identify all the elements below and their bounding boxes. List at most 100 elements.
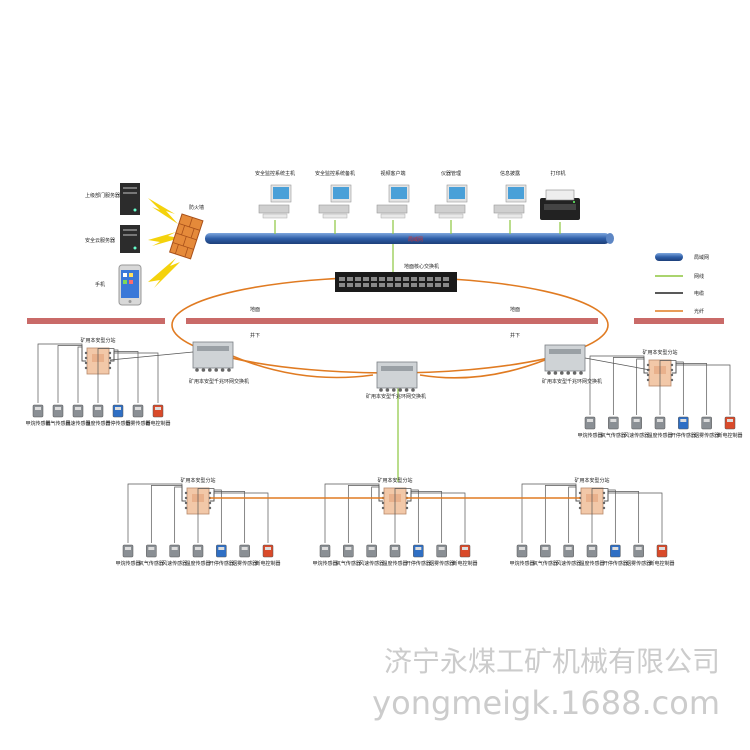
sensor-cable (210, 492, 269, 543)
server-icon-upper (120, 183, 140, 215)
sensor-icon (72, 404, 84, 418)
sensor-label: 甲烷传感器 (115, 561, 141, 567)
firewall-label: 防火墙 (189, 205, 205, 211)
sensor-cable (110, 352, 159, 403)
sensor-label: 断电控制器 (717, 433, 743, 439)
substation-label: 矿用本安型分站 (642, 350, 678, 356)
sensor-icon (459, 544, 471, 558)
sensor-label: 烟雾传感器 (232, 561, 258, 567)
sensor-label: 烟雾传感器 (694, 433, 720, 439)
sensor-label: 风速传感器 (162, 561, 188, 567)
legend (655, 253, 683, 312)
sensor-icon (516, 544, 528, 558)
underground-label-right: 井下 (510, 333, 521, 339)
core-switch-label: 地面核心交换机 (404, 264, 440, 270)
firewall-icon (169, 213, 204, 260)
printer-icon (540, 189, 580, 220)
workstation-icon (376, 184, 410, 219)
sensor-cable (568, 486, 580, 543)
sensor-icon (239, 544, 250, 558)
sensor-icon (654, 416, 666, 430)
sensor-label: 氧气传感器 (532, 561, 558, 567)
sensor-icon (540, 544, 551, 558)
sensor-icon (563, 544, 574, 558)
sensor-cable (371, 486, 383, 543)
workstation-group (258, 184, 527, 219)
sensor-icon (319, 544, 331, 558)
legend-label: 电缆 (694, 291, 705, 297)
workstation-label: 信息披露 (499, 171, 521, 177)
phone-icon (118, 264, 142, 306)
sensor-icon (701, 416, 712, 430)
workstation-icon (434, 184, 468, 219)
sensor-label: 氧气传感器 (600, 433, 626, 439)
sensor-label: 断电控制器 (145, 421, 171, 427)
sensor-label: 断电控制器 (649, 561, 675, 567)
workstation-label: 安全监控系统备机 (314, 171, 356, 177)
sensor-icon (584, 416, 596, 430)
sensor-cable (210, 491, 246, 543)
ground-line-left (27, 318, 165, 324)
sensor-cable (150, 485, 186, 543)
ring-switch-icon (376, 361, 418, 392)
sensor-icon (132, 404, 144, 418)
sensor-label: 风速传感器 (624, 433, 650, 439)
sensor-icon (656, 544, 668, 558)
surface-label-right: 地面 (510, 307, 521, 313)
sensor-label: 温度传感器 (185, 561, 211, 567)
sensor-cable (672, 364, 731, 415)
sensor-cable (347, 485, 383, 543)
workstation-label: 安全监控系统主机 (254, 171, 296, 177)
sensor-cable (544, 485, 580, 543)
sensor-label: 氧气传感器 (335, 561, 361, 567)
sensor-icon (32, 404, 44, 418)
backbone-label: 局域网 (408, 236, 423, 243)
sensor-label: 氧气传感器 (138, 561, 164, 567)
ring-switch-label: 矿用本安型千兆环网交换机 (366, 394, 427, 400)
sensor-icon (608, 416, 619, 430)
sensor-cable (604, 489, 616, 543)
workstation-icon (493, 184, 527, 219)
sensor-icon (610, 544, 621, 558)
sensor-cable (407, 492, 466, 543)
lightning-bolts (148, 198, 180, 288)
sensor-cable (407, 491, 443, 543)
fiber-links (229, 354, 546, 379)
substation-cable (109, 351, 194, 361)
sensor-label: 开停传感器 (670, 433, 696, 439)
sensor-icon (216, 544, 227, 558)
sensor-cable (589, 355, 648, 415)
sensor-label: 烟雾传感器 (429, 561, 455, 567)
sensor-label: 开停传感器 (208, 561, 234, 567)
sensor-icon (413, 544, 424, 558)
server-icon-cloud (120, 225, 140, 253)
sensor-label: 开停传感器 (602, 561, 628, 567)
sensor-label: 温度传感器 (579, 561, 605, 567)
sensor-cable (324, 483, 383, 543)
sensor-label: 温度传感器 (647, 433, 673, 439)
sensor-cable (636, 358, 648, 415)
sensor-icon (169, 544, 180, 558)
surface-label-left: 地面 (250, 307, 261, 313)
sensor-icon (724, 416, 736, 430)
sensor-cable (77, 346, 86, 403)
sensor-label: 烟雾传感器 (125, 421, 151, 427)
workstation-label: 视频客户端 (380, 171, 406, 177)
sensor-label: 风速传感器 (556, 561, 582, 567)
sensor-icon (678, 416, 689, 430)
sensor-label: 甲烷传感器 (577, 433, 603, 439)
ring-switch-icon (544, 344, 586, 375)
sensor-icon (122, 544, 134, 558)
phone-label: 手机 (95, 282, 106, 288)
substation-cable (584, 357, 651, 371)
sensor-icon (192, 544, 204, 558)
watermark-company: 济宁永煤工矿机械有限公司 (383, 645, 720, 678)
sensor-cable (604, 492, 663, 543)
sensor-cable (604, 491, 640, 543)
sensor-icon (631, 416, 642, 430)
substation-label: 矿用本安型分站 (377, 478, 413, 484)
sensor-label: 烟雾传感器 (626, 561, 652, 567)
watermark-url: yongmeigk.1688.com (372, 684, 720, 722)
sensor-icon (146, 544, 157, 558)
